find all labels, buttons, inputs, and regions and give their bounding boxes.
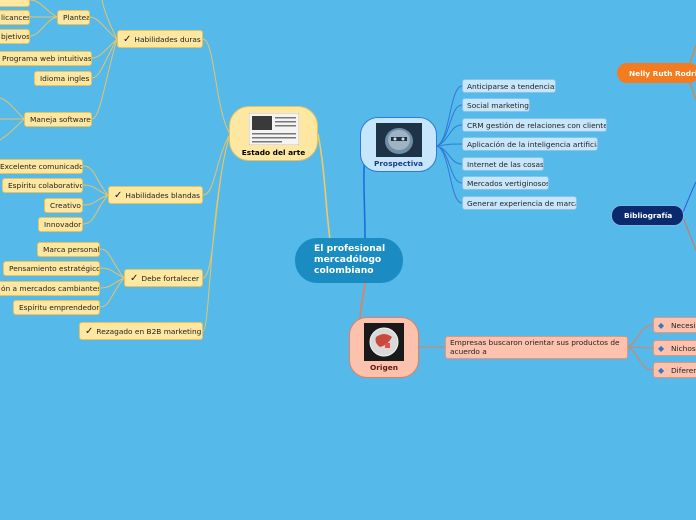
author-node[interactable]: Nelly Ruth Rodrig	[617, 63, 696, 83]
diamond-icon: ◆	[658, 343, 665, 353]
prospectiva-node[interactable]: Prospectiva	[360, 117, 437, 172]
prospectiva-item[interactable]: CRM gestión de relaciones con clientes	[462, 118, 607, 132]
topic-node-cut[interactable]	[0, 0, 30, 7]
origen-node[interactable]: Origen	[349, 317, 419, 378]
bibliografia-node[interactable]: Bibliografía	[611, 205, 684, 226]
diamond-icon: ◆	[658, 365, 665, 375]
aplicances-node[interactable]: licances	[0, 10, 30, 25]
checkmark-icon: ✓	[114, 189, 123, 201]
programa-web-node[interactable]: Programa web intuitivas	[0, 51, 92, 66]
globe-image	[364, 323, 404, 361]
origen-item[interactable]: ◆Diferen	[653, 362, 696, 378]
blandas-item[interactable]: Creativo	[44, 198, 83, 213]
checkmark-icon: ✓	[85, 325, 94, 337]
origen-item[interactable]: ◆Necesi	[653, 317, 696, 333]
fortalecer-item[interactable]: Pensamiento estratégico	[3, 261, 100, 276]
prospectiva-item[interactable]: Social marketing	[462, 98, 530, 112]
idioma-ingles-node[interactable]: Idioma ingles	[34, 71, 92, 86]
blandas-item[interactable]: Innovador	[38, 217, 83, 232]
origen-label: Origen	[369, 363, 399, 372]
habilidades-blandas-node[interactable]: ✓ Habilidades blandas	[108, 186, 203, 204]
plantea-node[interactable]: Plantea	[57, 10, 90, 25]
fortalecer-item[interactable]: ón a mercados cambiantes	[0, 281, 100, 296]
estado-del-arte-label: Estado del arte	[241, 148, 306, 157]
rezagado-b2b-node[interactable]: ✓ Rezagado en B2B marketing	[79, 322, 203, 340]
diamond-icon: ◆	[658, 320, 665, 330]
fortalecer-item[interactable]: Espíritu emprendedor	[13, 300, 100, 315]
prospectiva-item[interactable]: Mercados vertiginosos	[462, 176, 549, 190]
prospectiva-label: Prospectiva	[373, 159, 424, 168]
habilidades-duras-node[interactable]: ✓ Habilidades duras	[117, 30, 203, 48]
central-topic[interactable]: El profesional mercadólogo colombiano	[295, 238, 403, 283]
maneja-software-node[interactable]: Maneja software	[24, 112, 92, 127]
newspaper-image	[248, 113, 299, 145]
blandas-item[interactable]: Espíritu colaborativo	[2, 178, 83, 193]
estado-del-arte-node[interactable]: Estado del arte	[229, 106, 318, 161]
checkmark-icon: ✓	[130, 272, 139, 284]
checkmark-icon: ✓	[123, 33, 132, 45]
prospectiva-item[interactable]: Aplicación de la inteligencia artificial	[462, 137, 598, 151]
debe-fortalecer-node[interactable]: ✓ Debe fortalecer	[124, 269, 203, 287]
prospectiva-item[interactable]: Anticiparse a tendencias	[462, 79, 556, 93]
fortalecer-item[interactable]: Marca personal	[37, 242, 100, 257]
blandas-item[interactable]: Excelente comunicador	[0, 159, 83, 174]
prospectiva-item[interactable]: Internet de las cosas	[462, 157, 544, 171]
origen-item[interactable]: ◆Nichos	[653, 340, 696, 356]
objetivos-node[interactable]: bjetivos	[0, 29, 30, 44]
prospectiva-item[interactable]: Generar experiencia de marca	[462, 196, 577, 210]
robot-face-image	[375, 123, 422, 157]
origen-main-item[interactable]: Empresas buscaron orientar sus productos…	[445, 336, 628, 359]
central-topic-title: El profesional mercadólogo colombiano	[314, 243, 386, 276]
